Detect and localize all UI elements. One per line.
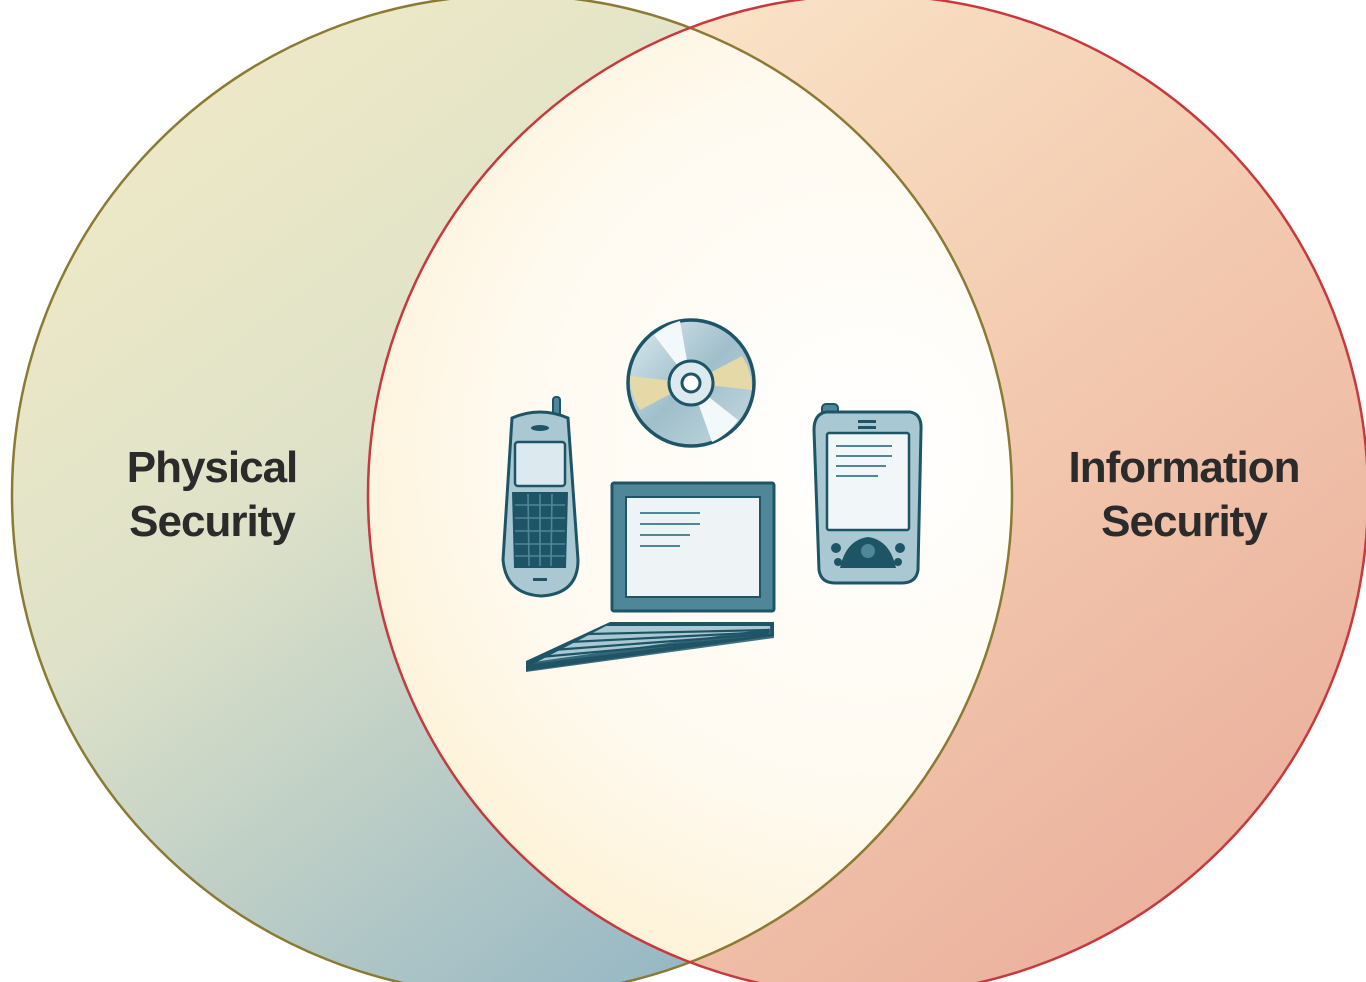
cell-phone-icon [501, 396, 580, 598]
laptop-icon [526, 481, 776, 672]
cd-disc-icon [626, 318, 756, 448]
pda-icon [812, 403, 923, 585]
left-circle-outline [10, 0, 1014, 982]
right-circle-label-line1: Information [1069, 443, 1300, 492]
right-circle-outline [366, 0, 1366, 982]
right-circle-label-line2: Security [1101, 497, 1268, 546]
left-circle-label-line2: Security [129, 497, 296, 546]
left-circle-label-line1: Physical [127, 443, 298, 492]
